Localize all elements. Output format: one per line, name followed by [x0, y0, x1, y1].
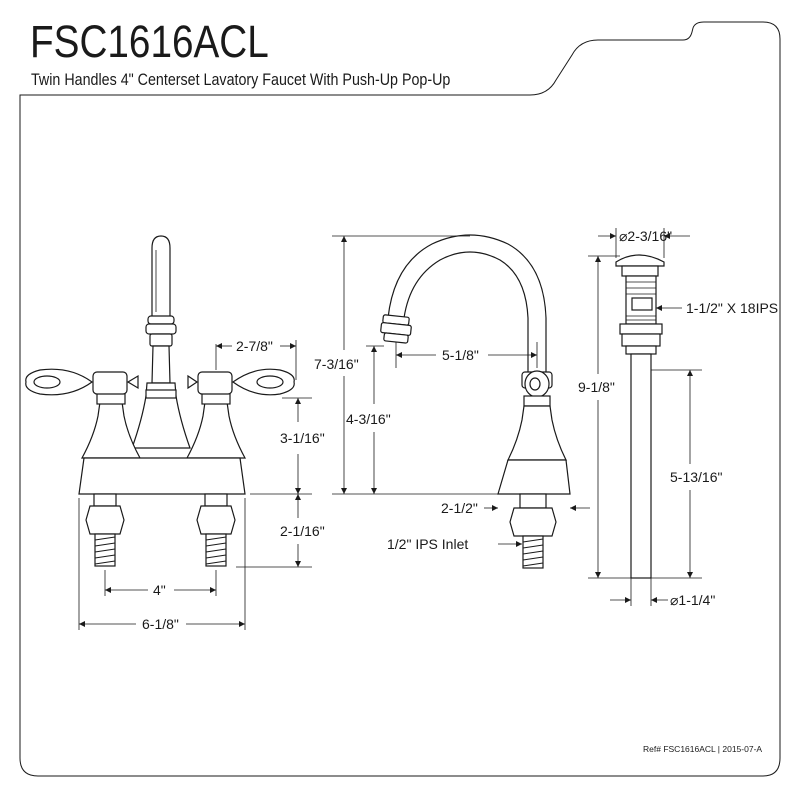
side-body: [507, 405, 567, 461]
dim-overall-width: 6-1/8": [142, 616, 179, 632]
side-aerator: [380, 314, 412, 344]
front-center-body: [131, 382, 191, 449]
right-shank: [196, 493, 236, 567]
dim-drain-length: 9-1/8": [578, 379, 615, 395]
right-handle: [185, 368, 295, 459]
dim-handle-spread: 2-7/8": [236, 338, 273, 354]
dim-tailpiece-length: 5-13/16": [670, 469, 722, 485]
dim-cap-diameter: ⌀2-3/16": [619, 228, 672, 244]
dim-overall-height: 7-3/16": [314, 356, 359, 372]
dim-thread: 1-1/2" X 18IPS: [686, 300, 778, 316]
dim-body-height: 3-1/16": [280, 430, 325, 446]
left-shank: [85, 493, 125, 567]
dim-inlet: 1/2" IPS Inlet: [387, 536, 468, 552]
front-spout: [151, 235, 171, 319]
left-handle: [25, 368, 142, 459]
dim-base-depth: 2-1/2": [441, 500, 478, 516]
drain-cap: [615, 254, 665, 267]
front-base-plate: [78, 457, 246, 495]
dim-tube-diameter: ⌀1-1/4": [670, 592, 715, 608]
dim-spout-height: 4-3/16": [346, 411, 391, 427]
product-description: Twin Handles 4" Centerset Lavatory Fauce…: [31, 70, 451, 89]
front-view: 2-7/8" 3-1/16" 2-1/16" 4" 6-1/8": [25, 235, 325, 632]
side-spout: [387, 234, 547, 379]
side-view: 7-3/16" 4-3/16" 5-1/8" 2-1/2" 1/2" IPS I…: [314, 234, 590, 569]
model-title: FSC1616ACL: [30, 16, 269, 67]
dim-spout-reach: 5-1/8": [442, 347, 479, 363]
dim-centerset: 4": [153, 582, 166, 598]
drain-tailpiece: [630, 353, 652, 579]
drain-view: ⌀2-3/16" 1-1/2" X 18IPS 9-1/8" 5-13/16" …: [578, 228, 778, 608]
reference-note: Ref# FSC1616ACL | 2015-07-A: [643, 744, 763, 754]
dim-shank-length: 2-1/16": [280, 523, 325, 539]
sheet-border: [19, 21, 781, 777]
